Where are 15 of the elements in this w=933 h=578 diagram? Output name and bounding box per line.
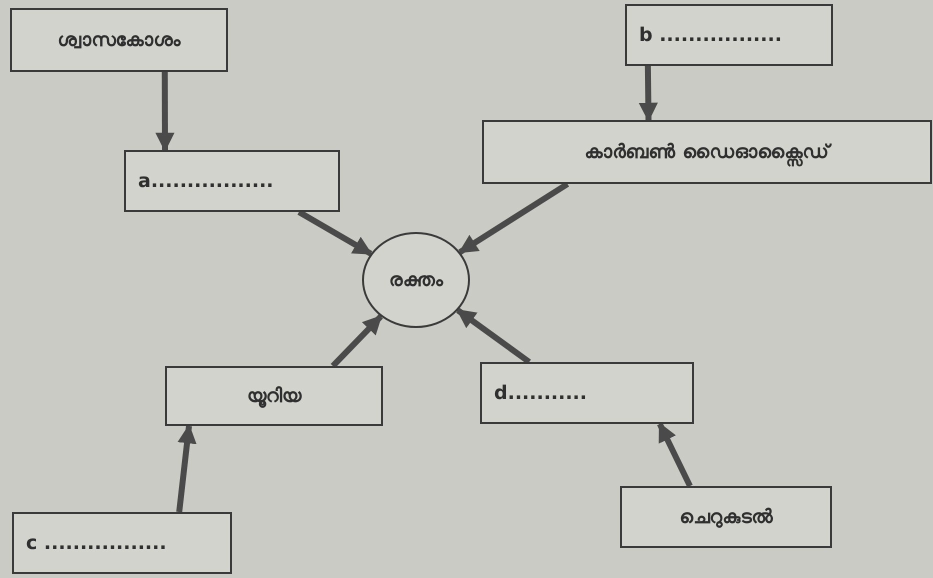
- label-box: കാർബൺ ഡൈഓക്സൈഡ്: [482, 120, 932, 184]
- arrow: [657, 422, 693, 488]
- answer-box: d...........: [480, 362, 694, 424]
- label-box: ശ്വാസകോശം: [10, 8, 228, 72]
- blood-circle: രക്തം: [362, 232, 470, 328]
- arrow: [456, 308, 531, 364]
- arrow: [638, 66, 658, 122]
- answer-box: b .................: [625, 4, 833, 66]
- label-box: യൂറിയ: [165, 366, 383, 426]
- arrow: [176, 424, 197, 512]
- label-box: ചെറുകുടൽ: [620, 486, 832, 548]
- answer-box: c .................: [12, 512, 232, 574]
- arrow: [330, 314, 383, 368]
- answer-box: a.................: [124, 150, 340, 212]
- arrow: [155, 72, 175, 152]
